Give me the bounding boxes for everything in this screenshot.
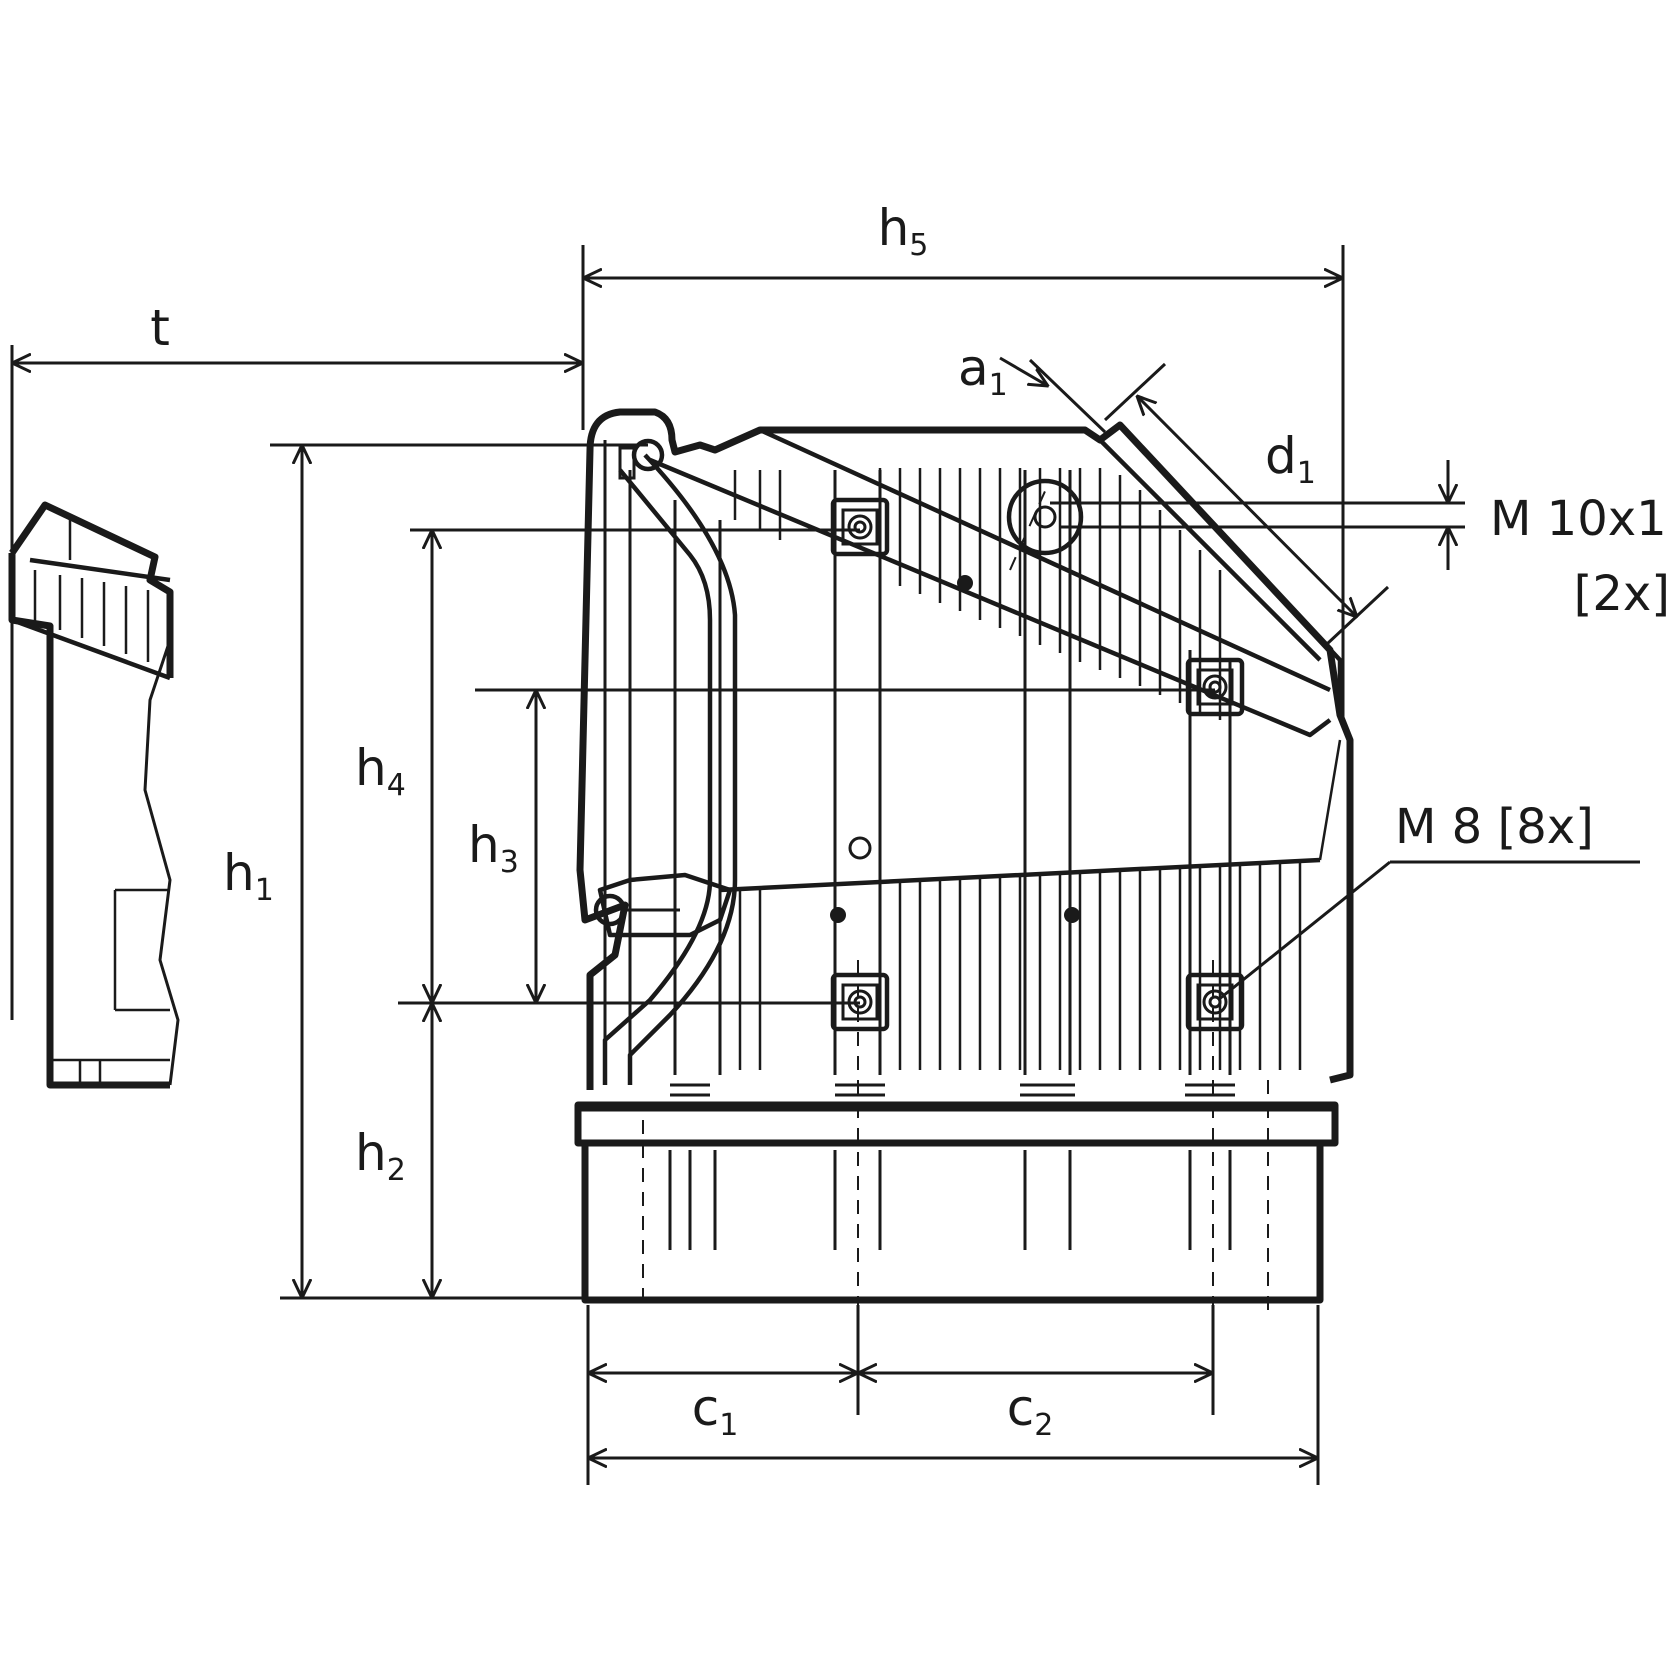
label-a1: a1 [958, 339, 1008, 403]
dim-line-a1 [999, 356, 1048, 386]
callout-m8: M 8 [8x] [1395, 799, 1594, 855]
thread-callouts: M 10x1 [2x] M 8 [8x] [1395, 491, 1670, 855]
label-h3: h3 [468, 816, 519, 880]
mount-boss-top-left [830, 497, 890, 557]
dimension-lines [10, 245, 1640, 1485]
mount-boss-right-upper [1185, 657, 1245, 717]
label-h2: h2 [355, 1124, 406, 1188]
callout-m10-line2: [2x] [1574, 566, 1670, 622]
rib-field-lower [738, 863, 1302, 1070]
front-view [574, 408, 1354, 1310]
label-t: t [150, 299, 170, 357]
dim-line-d1 [1137, 396, 1357, 617]
handle-tube [602, 468, 713, 1085]
port-m10-circle [1006, 478, 1084, 556]
dimension-labels: t h5 a1 d1 h1 h4 h3 h2 c1 c2 [150, 199, 1316, 1443]
label-h5: h5 [878, 199, 929, 263]
label-h4: h4 [355, 739, 406, 803]
rib-field-upper [733, 468, 1222, 720]
label-h1: h1 [223, 844, 274, 908]
leader-m8 [1217, 860, 1391, 1002]
base-plate [574, 1083, 1339, 1304]
mount-boss-bottom-right [1185, 972, 1245, 1032]
side-view [8, 501, 180, 1089]
label-c2: c2 [1007, 1379, 1054, 1443]
label-d1: d1 [1265, 427, 1316, 491]
label-c1: c1 [692, 1379, 739, 1443]
callout-m10-line1: M 10x1 [1490, 491, 1667, 547]
